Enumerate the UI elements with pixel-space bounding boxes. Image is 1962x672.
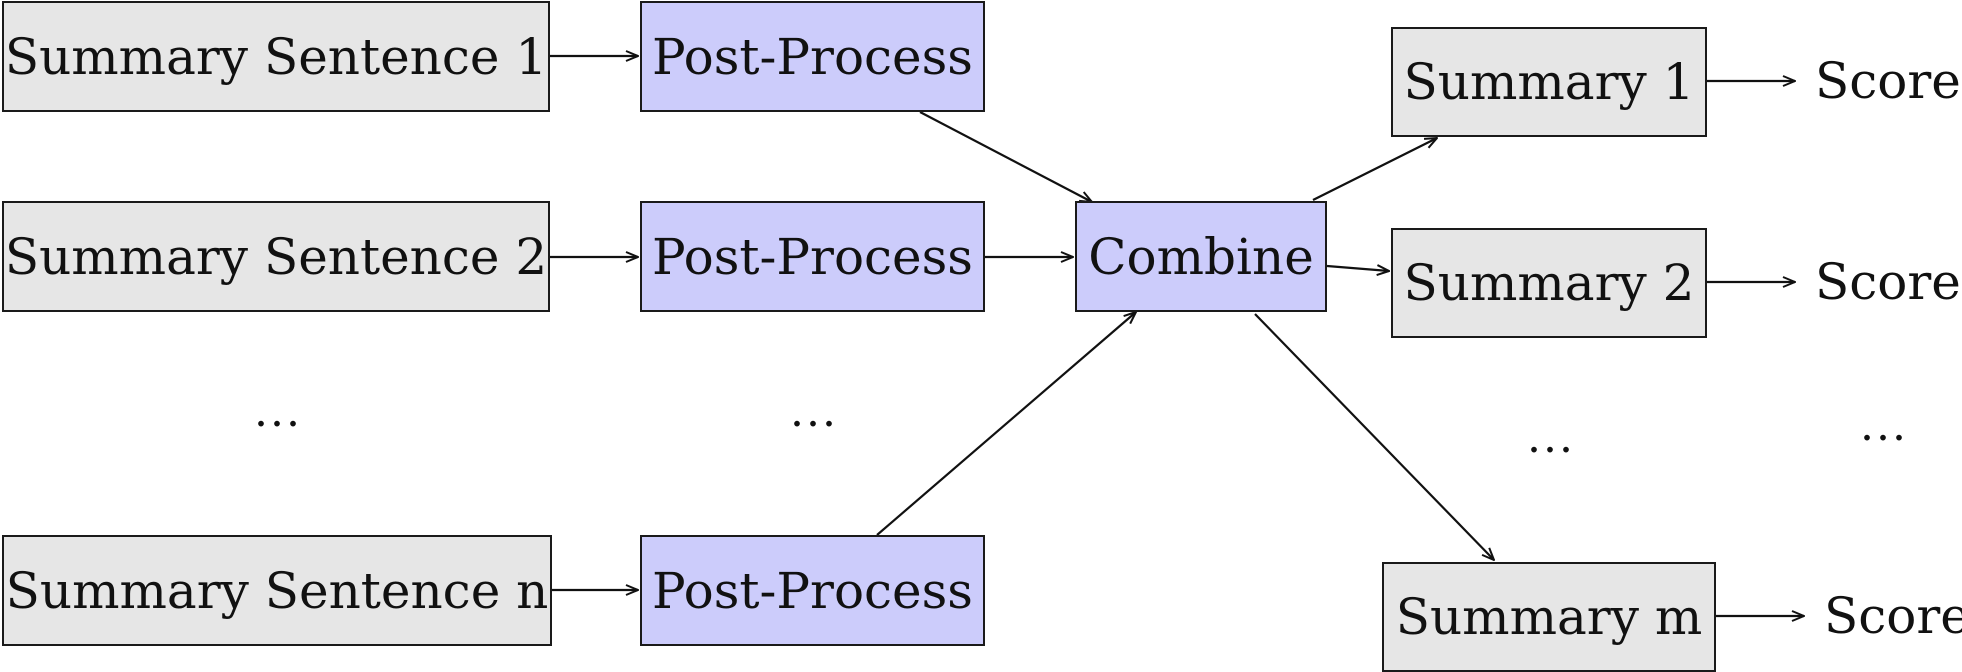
ellipsis-inputs: ... <box>254 386 302 437</box>
arrow-post1-to-combine <box>919 111 1092 202</box>
ellipsis-scores: ... <box>1860 400 1908 451</box>
summary-m-label: Summary m <box>1395 588 1703 646</box>
score-2-label: Score <box>1815 253 1961 311</box>
post-process-2-node: Post-Process <box>640 201 985 312</box>
summary-sentence-1-node: Summary Sentence 1 <box>2 1 550 112</box>
post-process-1-node: Post-Process <box>640 1 985 112</box>
post-process-n-node: Post-Process <box>640 535 985 646</box>
arrow-combine-to-summary1 <box>1312 138 1437 201</box>
summary-1-node: Summary 1 <box>1391 27 1707 137</box>
summary-sentence-2-label: Summary Sentence 2 <box>4 227 548 286</box>
ellipsis-post-process: ... <box>790 386 838 437</box>
arrow-combine-to-summary2 <box>1326 266 1389 271</box>
post-process-2-label: Post-Process <box>652 227 973 286</box>
combine-label: Combine <box>1088 227 1314 286</box>
post-process-n-label: Post-Process <box>652 561 973 620</box>
score-m-label: Score <box>1824 587 1962 645</box>
ellipsis-summaries: ... <box>1527 412 1575 463</box>
post-process-1-label: Post-Process <box>652 27 973 86</box>
summary-m-node: Summary m <box>1382 562 1716 672</box>
summary-2-node: Summary 2 <box>1391 228 1707 338</box>
summary-sentence-2-node: Summary Sentence 2 <box>2 201 550 312</box>
score-1-label: Score <box>1815 52 1961 110</box>
summary-sentence-n-label: Summary Sentence n <box>5 561 549 620</box>
combine-node: Combine <box>1075 201 1327 312</box>
summary-1-label: Summary 1 <box>1403 53 1695 111</box>
summary-2-label: Summary 2 <box>1403 254 1695 312</box>
arrow-combine-to-summarym <box>1254 313 1494 560</box>
arrow-postn-to-combine <box>876 312 1136 536</box>
summary-sentence-1-label: Summary Sentence 1 <box>4 27 548 86</box>
summary-sentence-n-node: Summary Sentence n <box>2 535 552 646</box>
